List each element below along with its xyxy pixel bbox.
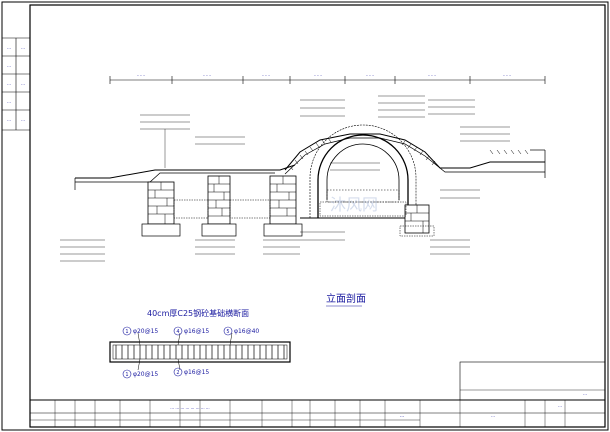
svg-text:···: ··· bbox=[21, 46, 25, 51]
svg-text:···: ··· bbox=[583, 392, 587, 397]
rebar-spec: φ20@15 bbox=[133, 371, 158, 378]
svg-text:- - -: - - - bbox=[366, 74, 374, 79]
rebar-callout: 1 φ20@15 bbox=[122, 369, 158, 379]
rebar-callout: 2 φ16@15 bbox=[173, 367, 209, 377]
dimension-value-marks: - - - bbox=[137, 74, 145, 79]
svg-text:···: ··· bbox=[21, 118, 25, 123]
rebar-spec: φ16@15 bbox=[184, 328, 209, 335]
title-block-text-marks: ··· ··· ··· ··· ··· ··· ··· ··· bbox=[170, 406, 209, 411]
section-title: 40cm厚C25钢砼基础横断面 bbox=[147, 308, 249, 318]
svg-text:- - -: - - - bbox=[203, 74, 211, 79]
rebar-id: 4 bbox=[176, 329, 179, 335]
pier-middle bbox=[201, 175, 237, 237]
rebar-id: 1 bbox=[125, 372, 128, 378]
stair-steps bbox=[289, 137, 529, 171]
svg-text:···: ··· bbox=[7, 100, 11, 105]
svg-text:···: ··· bbox=[21, 82, 25, 87]
rebar-callout: 5 φ16@40 bbox=[223, 326, 259, 336]
svg-text:- - -: - - - bbox=[314, 74, 322, 79]
svg-text:···: ··· bbox=[7, 82, 11, 87]
rebar-spec: φ16@40 bbox=[234, 328, 259, 335]
pier-right bbox=[263, 175, 303, 237]
annotation-leaders bbox=[60, 95, 510, 262]
arch-abutment-right bbox=[399, 204, 435, 237]
foundation-cross-section bbox=[109, 332, 291, 371]
rebar-id: 5 bbox=[226, 329, 229, 335]
rebar-id: 1 bbox=[125, 329, 128, 335]
margin-text-marks: ··· bbox=[7, 46, 11, 51]
top-dimension-line: - - - - - - - - - - - - - - - - - - - - … bbox=[109, 74, 546, 84]
svg-text:- - -: - - - bbox=[262, 74, 270, 79]
svg-text:- - -: - - - bbox=[503, 74, 511, 79]
foundation-slab bbox=[173, 199, 407, 219]
elevation-title: 立面剖面 bbox=[326, 292, 366, 305]
svg-text:- - -: - - - bbox=[428, 74, 436, 79]
pier-left bbox=[141, 181, 181, 237]
rebar-spec: φ20@15 bbox=[133, 328, 158, 335]
rebar-callout: 4 φ16@15 bbox=[173, 326, 209, 336]
svg-text:···: ··· bbox=[558, 404, 562, 409]
svg-text:···: ··· bbox=[7, 64, 11, 69]
svg-text:···: ··· bbox=[400, 414, 405, 420]
rebar-id: 2 bbox=[176, 370, 179, 376]
svg-text:···: ··· bbox=[7, 118, 11, 123]
watermark: 沐风网 bbox=[330, 195, 378, 214]
title-block: ··· ··· ··· ··· ··· ··· ··· ··· ··· ··· … bbox=[29, 361, 606, 428]
left-margin-strip: ··· ··· ··· ··· ··· ··· ··· ··· bbox=[2, 37, 30, 131]
rebar-callout: 1 φ20@15 bbox=[122, 326, 158, 336]
road-profile bbox=[74, 133, 546, 190]
svg-text:···: ··· bbox=[491, 414, 495, 419]
rebar-spec: φ16@15 bbox=[184, 369, 209, 376]
